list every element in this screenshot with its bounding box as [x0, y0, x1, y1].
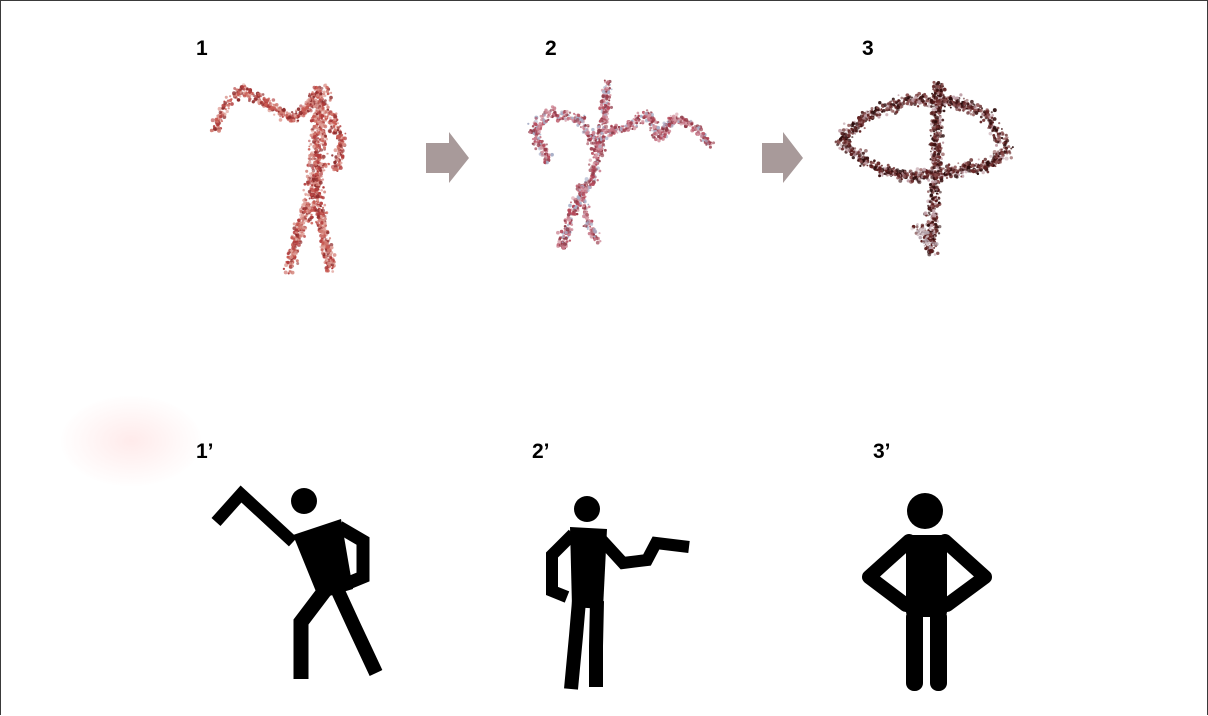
- figure-frame: 1 2 3 1’ 2’ 3’: [0, 0, 1208, 715]
- pictogram-figure-3-prime: [1, 1, 1208, 716]
